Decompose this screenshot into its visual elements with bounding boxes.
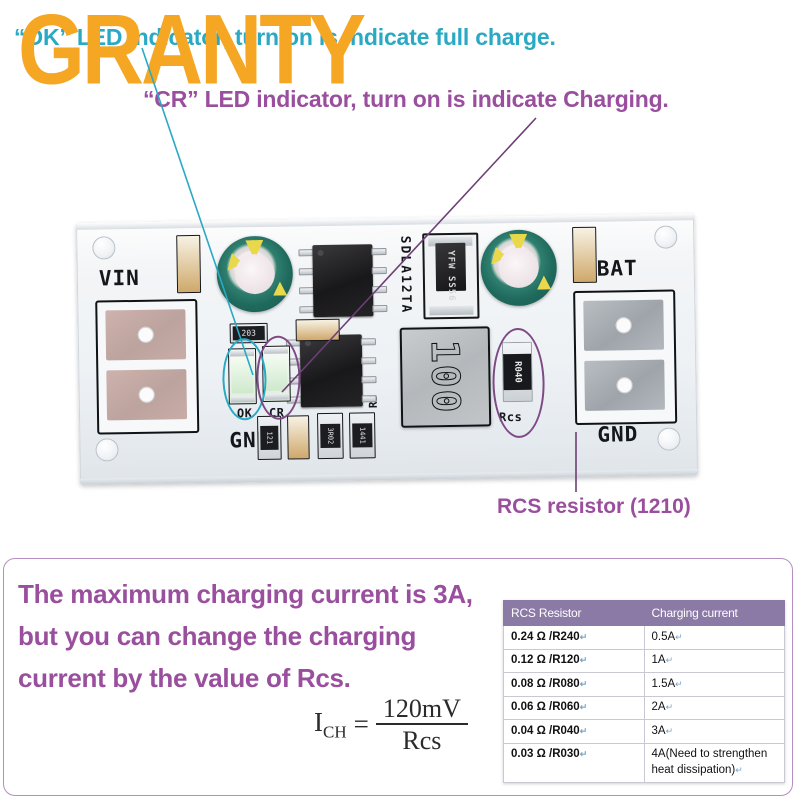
- table-header-resistor: RCS Resistor: [503, 600, 645, 626]
- ic-bottom: [299, 334, 363, 408]
- smd-resistor-1: 121: [257, 415, 282, 461]
- cell-resistor: 0.12 Ω /R120↵: [503, 648, 645, 674]
- vin-gnd-pad-block: [95, 298, 200, 435]
- formula-equals: =: [353, 709, 369, 740]
- formula-denominator: Rcs: [402, 726, 442, 756]
- formula-numerator: 120mV: [382, 694, 461, 723]
- callout-ok-led: “OK” LED indicator, turn on is indicate …: [14, 24, 556, 50]
- vin-pad: [105, 309, 187, 361]
- silk-part-number: SDLA12TA: [397, 235, 414, 315]
- rcs-table-wrap: RCS Resistor Charging current 0.24 Ω /R2…: [503, 600, 785, 783]
- cell-resistor: 0.08 Ω /R080↵: [503, 672, 645, 697]
- charging-current-blurb: The maximum charging current is 3A, but …: [18, 579, 473, 694]
- cell-resistor: 0.24 Ω /R240↵: [503, 625, 645, 650]
- table-row: 0.03 Ω /R030↵ 4A(Need to strengthen heat…: [503, 742, 785, 783]
- formula-fraction: 120mV Rcs: [375, 694, 468, 756]
- formula-bar: [375, 723, 468, 726]
- callout-rcs-resistor: RCS resistor (1210): [497, 495, 691, 518]
- chip-cap-code: 203: [241, 328, 257, 338]
- mounting-hole-bottom-left: [95, 438, 119, 462]
- smd-resistor-4: 1441: [348, 412, 376, 459]
- ic-top: [312, 244, 374, 318]
- table-header-current: Charging current: [643, 600, 785, 626]
- diode-marking: YFW SS56: [445, 250, 457, 302]
- rcs-table: RCS Resistor Charging current 0.24 Ω /R2…: [503, 600, 785, 783]
- mounting-hole-top-right: [654, 225, 678, 249]
- table-row: 0.06 Ω /R060↵ 2A↵: [503, 695, 785, 721]
- callout-cr-led: “CR” LED indicator, turn on is indicate …: [143, 86, 669, 112]
- table-header-row: RCS Resistor Charging current: [503, 600, 785, 626]
- pcb-substrate: VIN GND BAT GND OK CR Rcs R3 SDLA12TA: [75, 213, 699, 485]
- bat-gnd-pad-block: [573, 289, 678, 426]
- smd-resistor-3: 3R02: [316, 412, 344, 460]
- output-filter-smd: [572, 226, 597, 284]
- output-electrolytic-capacitor: [480, 229, 558, 307]
- cell-current: 0.5A↵: [643, 625, 785, 650]
- cell-current: 3A↵: [643, 719, 785, 744]
- ic-bottom-pins-right: [360, 338, 377, 403]
- highlight-ellipse-rcs: [491, 327, 546, 439]
- bat-pad: [583, 299, 665, 351]
- inductor-marking: 100: [422, 339, 469, 415]
- cell-current: 2A↵: [643, 695, 785, 721]
- power-inductor: 100: [399, 326, 492, 428]
- table-row: 0.24 Ω /R240↵ 0.5A↵: [503, 625, 785, 650]
- cell-current: 1.5A↵: [643, 672, 785, 697]
- silk-gnd-right: GND: [597, 422, 639, 447]
- table-row: 0.08 Ω /R080↵ 1.5A↵: [503, 672, 785, 697]
- ich-formula: ICH = 120mV Rcs: [314, 695, 468, 755]
- cell-resistor: 0.06 Ω /R060↵: [503, 695, 645, 721]
- formula-lhs: ICH: [314, 707, 347, 742]
- gnd-right-pad: [584, 359, 665, 411]
- table-body: 0.24 Ω /R240↵ 0.5A↵ 0.12 Ω /R120↵ 1A↵ 0.…: [503, 625, 785, 783]
- mounting-hole-top-left: [92, 236, 116, 260]
- ic-top-pins-right: [371, 247, 388, 313]
- pcb-board-photo: VIN GND BAT GND OK CR Rcs R3 SDLA12TA: [75, 213, 699, 485]
- table-row: 0.12 Ω /R120↵ 1A↵: [503, 648, 785, 674]
- cell-resistor: 0.04 Ω /R040↵: [503, 719, 645, 744]
- silk-bat: BAT: [596, 256, 638, 281]
- cell-current: 1A↵: [643, 648, 785, 674]
- cell-resistor: 0.03 Ω /R030↵: [503, 742, 645, 783]
- gnd-left-pad: [106, 369, 188, 421]
- schottky-diode: YFW SS56: [422, 232, 480, 320]
- input-filter-smd: [176, 234, 202, 294]
- chip-cap-mid: [295, 318, 340, 342]
- table-row: 0.04 Ω /R040↵ 3A↵: [503, 719, 785, 744]
- smd-cap-2: [287, 415, 310, 460]
- mounting-hole-bottom-right: [657, 427, 681, 451]
- silk-vin: VIN: [98, 265, 140, 291]
- input-electrolytic-capacitor: [216, 235, 294, 313]
- cell-current: 4A(Need to strengthen heat dissipation)↵: [643, 742, 785, 783]
